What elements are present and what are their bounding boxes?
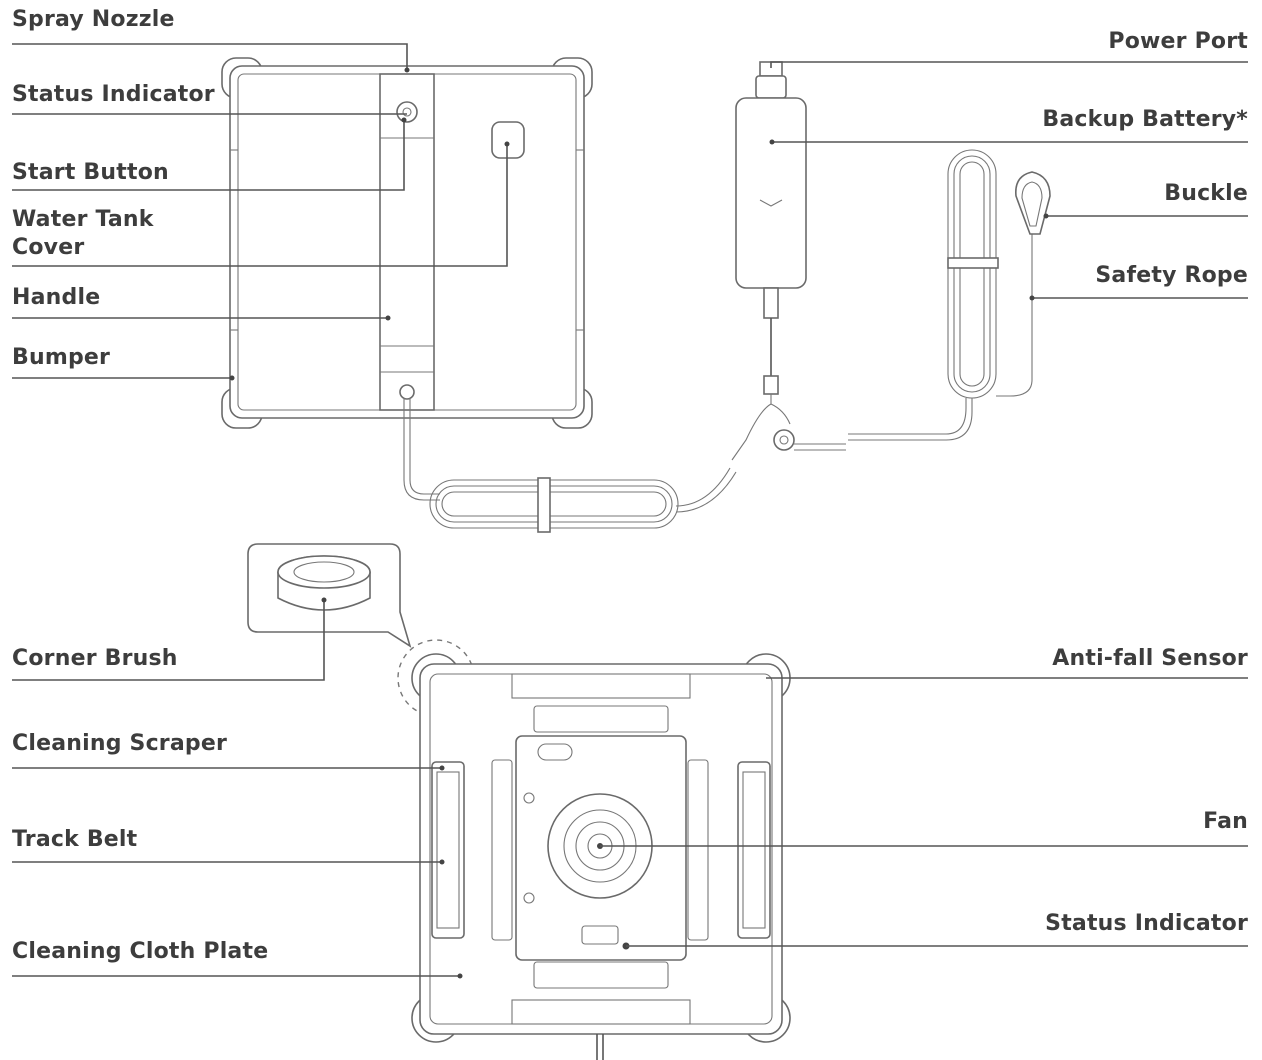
safety-rope bbox=[848, 149, 1051, 441]
label-backup-battery: Backup Battery* bbox=[1042, 107, 1248, 132]
robot-top-view bbox=[221, 57, 593, 429]
label-power-port: Power Port bbox=[1108, 29, 1248, 54]
label-cleaning-cloth-plate: Cleaning Cloth Plate bbox=[12, 939, 269, 964]
label-spray-nozzle: Spray Nozzle bbox=[12, 7, 175, 32]
label-track-belt: Track Belt bbox=[12, 827, 138, 852]
label-cleaning-scraper: Cleaning Scraper bbox=[12, 731, 228, 756]
label-anti-fall-sensor: Anti-fall Sensor bbox=[1052, 646, 1248, 671]
backup-battery bbox=[731, 61, 846, 461]
label-fan: Fan bbox=[1203, 809, 1248, 834]
label-start-button: Start Button bbox=[12, 160, 169, 185]
label-bumper: Bumper bbox=[12, 345, 111, 370]
leader-lines bbox=[12, 43, 1248, 979]
robot-bottom-view bbox=[411, 653, 791, 1060]
label-status-indicator-bottom: Status Indicator bbox=[1045, 911, 1248, 936]
label-safety-rope: Safety Rope bbox=[1095, 263, 1248, 288]
label-water-tank-cover: Water Tank Cover bbox=[12, 207, 154, 260]
power-cable bbox=[403, 398, 737, 533]
label-handle: Handle bbox=[12, 285, 101, 310]
label-corner-brush: Corner Brush bbox=[12, 646, 178, 671]
label-buckle: Buckle bbox=[1164, 181, 1248, 206]
corner-brush-callout bbox=[247, 543, 475, 717]
label-status-indicator-top: Status Indicator bbox=[12, 82, 215, 107]
